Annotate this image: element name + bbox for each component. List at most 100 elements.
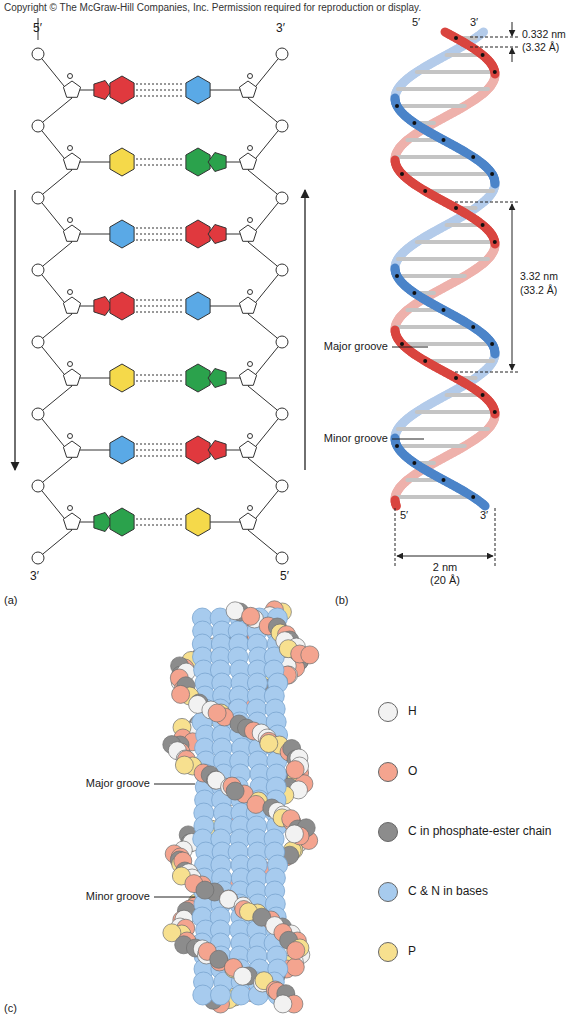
sugar-ring: [63, 81, 80, 97]
dimension-label: 3.32 nm: [520, 270, 558, 282]
dimension-label: (3.32 Å): [522, 41, 559, 53]
phosphate-dot: [423, 359, 427, 363]
strand-end: 3′: [276, 22, 285, 36]
sugar-ring: [63, 441, 80, 457]
base-ring: [186, 508, 210, 536]
phosphate-dot: [493, 240, 497, 244]
phosphate-dot: [454, 206, 458, 210]
base-pair-rung: [417, 410, 495, 414]
legend-swatch: [378, 762, 398, 782]
dimension-label: (20 Å): [430, 574, 460, 587]
legend-text: C & N in bases: [408, 885, 488, 899]
sugar-ring: [63, 153, 80, 169]
drawing-part: [68, 218, 73, 223]
hydrogen-bond: [136, 240, 184, 241]
atom-sphere: [175, 756, 193, 774]
strand-ribbon: [424, 360, 427, 362]
base-pair-rung: [407, 478, 443, 482]
strand-ribbon: [413, 122, 416, 124]
dimension-label: 0.332 nm: [522, 28, 566, 40]
sugar-ring: [239, 225, 256, 241]
phosphate: [276, 48, 288, 60]
dimension-label: (33.2 Å): [520, 284, 557, 296]
sugar-ring: [63, 369, 80, 385]
dimension-lines: [395, 22, 518, 566]
groove-label: Major groove: [86, 777, 150, 790]
base-ring: [186, 436, 210, 464]
strand-ribbon: [472, 496, 475, 498]
legend-swatch: [378, 882, 398, 902]
strand-end: 5′: [400, 509, 408, 522]
strand-end: 3′: [30, 570, 39, 584]
sugar-ring: [63, 513, 80, 529]
purine-ring: [94, 297, 112, 316]
base-pair-rung: [397, 444, 465, 448]
base-pair-rung: [397, 274, 465, 278]
hydrogen-bond: [136, 234, 184, 235]
phosphate-dot: [490, 342, 494, 346]
hydrogen-bond: [136, 306, 184, 307]
drawing-part: [68, 290, 73, 295]
sugar-ring: [239, 441, 256, 457]
drawing-part: [68, 74, 73, 79]
base-pair-rung: [407, 138, 443, 142]
hydrogen-bond: [136, 96, 184, 97]
drawing-part: [68, 434, 73, 439]
drawing-part: [248, 290, 253, 295]
sugar-ring: [239, 153, 256, 169]
phosphate-dot: [481, 393, 485, 397]
legend-swatch: [378, 822, 398, 842]
phosphate: [276, 480, 288, 492]
phosphate: [32, 408, 44, 420]
purine-ring: [94, 81, 112, 100]
strand-ribbon: [472, 156, 475, 158]
base-ring: [110, 292, 134, 320]
strand-ribbon: [472, 326, 475, 328]
base-pair-rung: [395, 495, 473, 499]
base-pair-rung: [402, 172, 492, 176]
groove-label: Minor groove: [324, 432, 388, 445]
base-pair-rung: [398, 257, 488, 261]
strand-end: 5′: [412, 16, 420, 29]
base-pair-rung: [417, 240, 495, 244]
base-ring: [186, 220, 210, 248]
sugar-ring: [239, 297, 256, 313]
phosphate: [32, 552, 44, 564]
base-atom-sphere: [231, 985, 251, 1005]
groove-label: Major groove: [324, 340, 388, 353]
strand-ribbon: [391, 504, 401, 506]
phosphate-dot: [395, 444, 399, 448]
legend-text: P: [408, 945, 416, 959]
phosphate-dot: [481, 223, 485, 227]
phosphate-dot: [481, 53, 485, 57]
panel-letter: (a): [4, 594, 17, 607]
leader-lines: [154, 347, 428, 897]
base-ring: [110, 364, 134, 392]
legend-text: H: [408, 705, 417, 719]
double-helix-ribbon: [395, 32, 497, 506]
hydrogen-bond: [136, 300, 184, 301]
base-ring: [110, 508, 134, 536]
atom-sphere: [260, 735, 278, 753]
strand-end: 5′: [33, 22, 42, 36]
phosphate: [276, 336, 288, 348]
phosphate-dot: [423, 189, 427, 193]
phosphate: [276, 552, 288, 564]
drawing-part: [248, 506, 253, 511]
base-atom-sphere: [211, 985, 231, 1005]
atom-sphere: [226, 782, 244, 800]
phosphate-dot: [454, 36, 458, 40]
atom-sphere: [274, 995, 292, 1013]
drawing-part: [68, 146, 73, 151]
phosphate-dot: [400, 172, 404, 176]
panel-letter: (c): [4, 1002, 17, 1015]
atom-sphere: [208, 704, 226, 722]
strand-ribbon: [413, 462, 416, 464]
strand-ribbon: [490, 352, 499, 354]
drawing-part: [248, 218, 253, 223]
phosphate: [32, 192, 44, 204]
base-pair-ladder: [32, 18, 288, 564]
phosphate-dot: [493, 70, 497, 74]
base-pair-rung: [395, 325, 473, 329]
strand-ribbon: [483, 504, 485, 506]
